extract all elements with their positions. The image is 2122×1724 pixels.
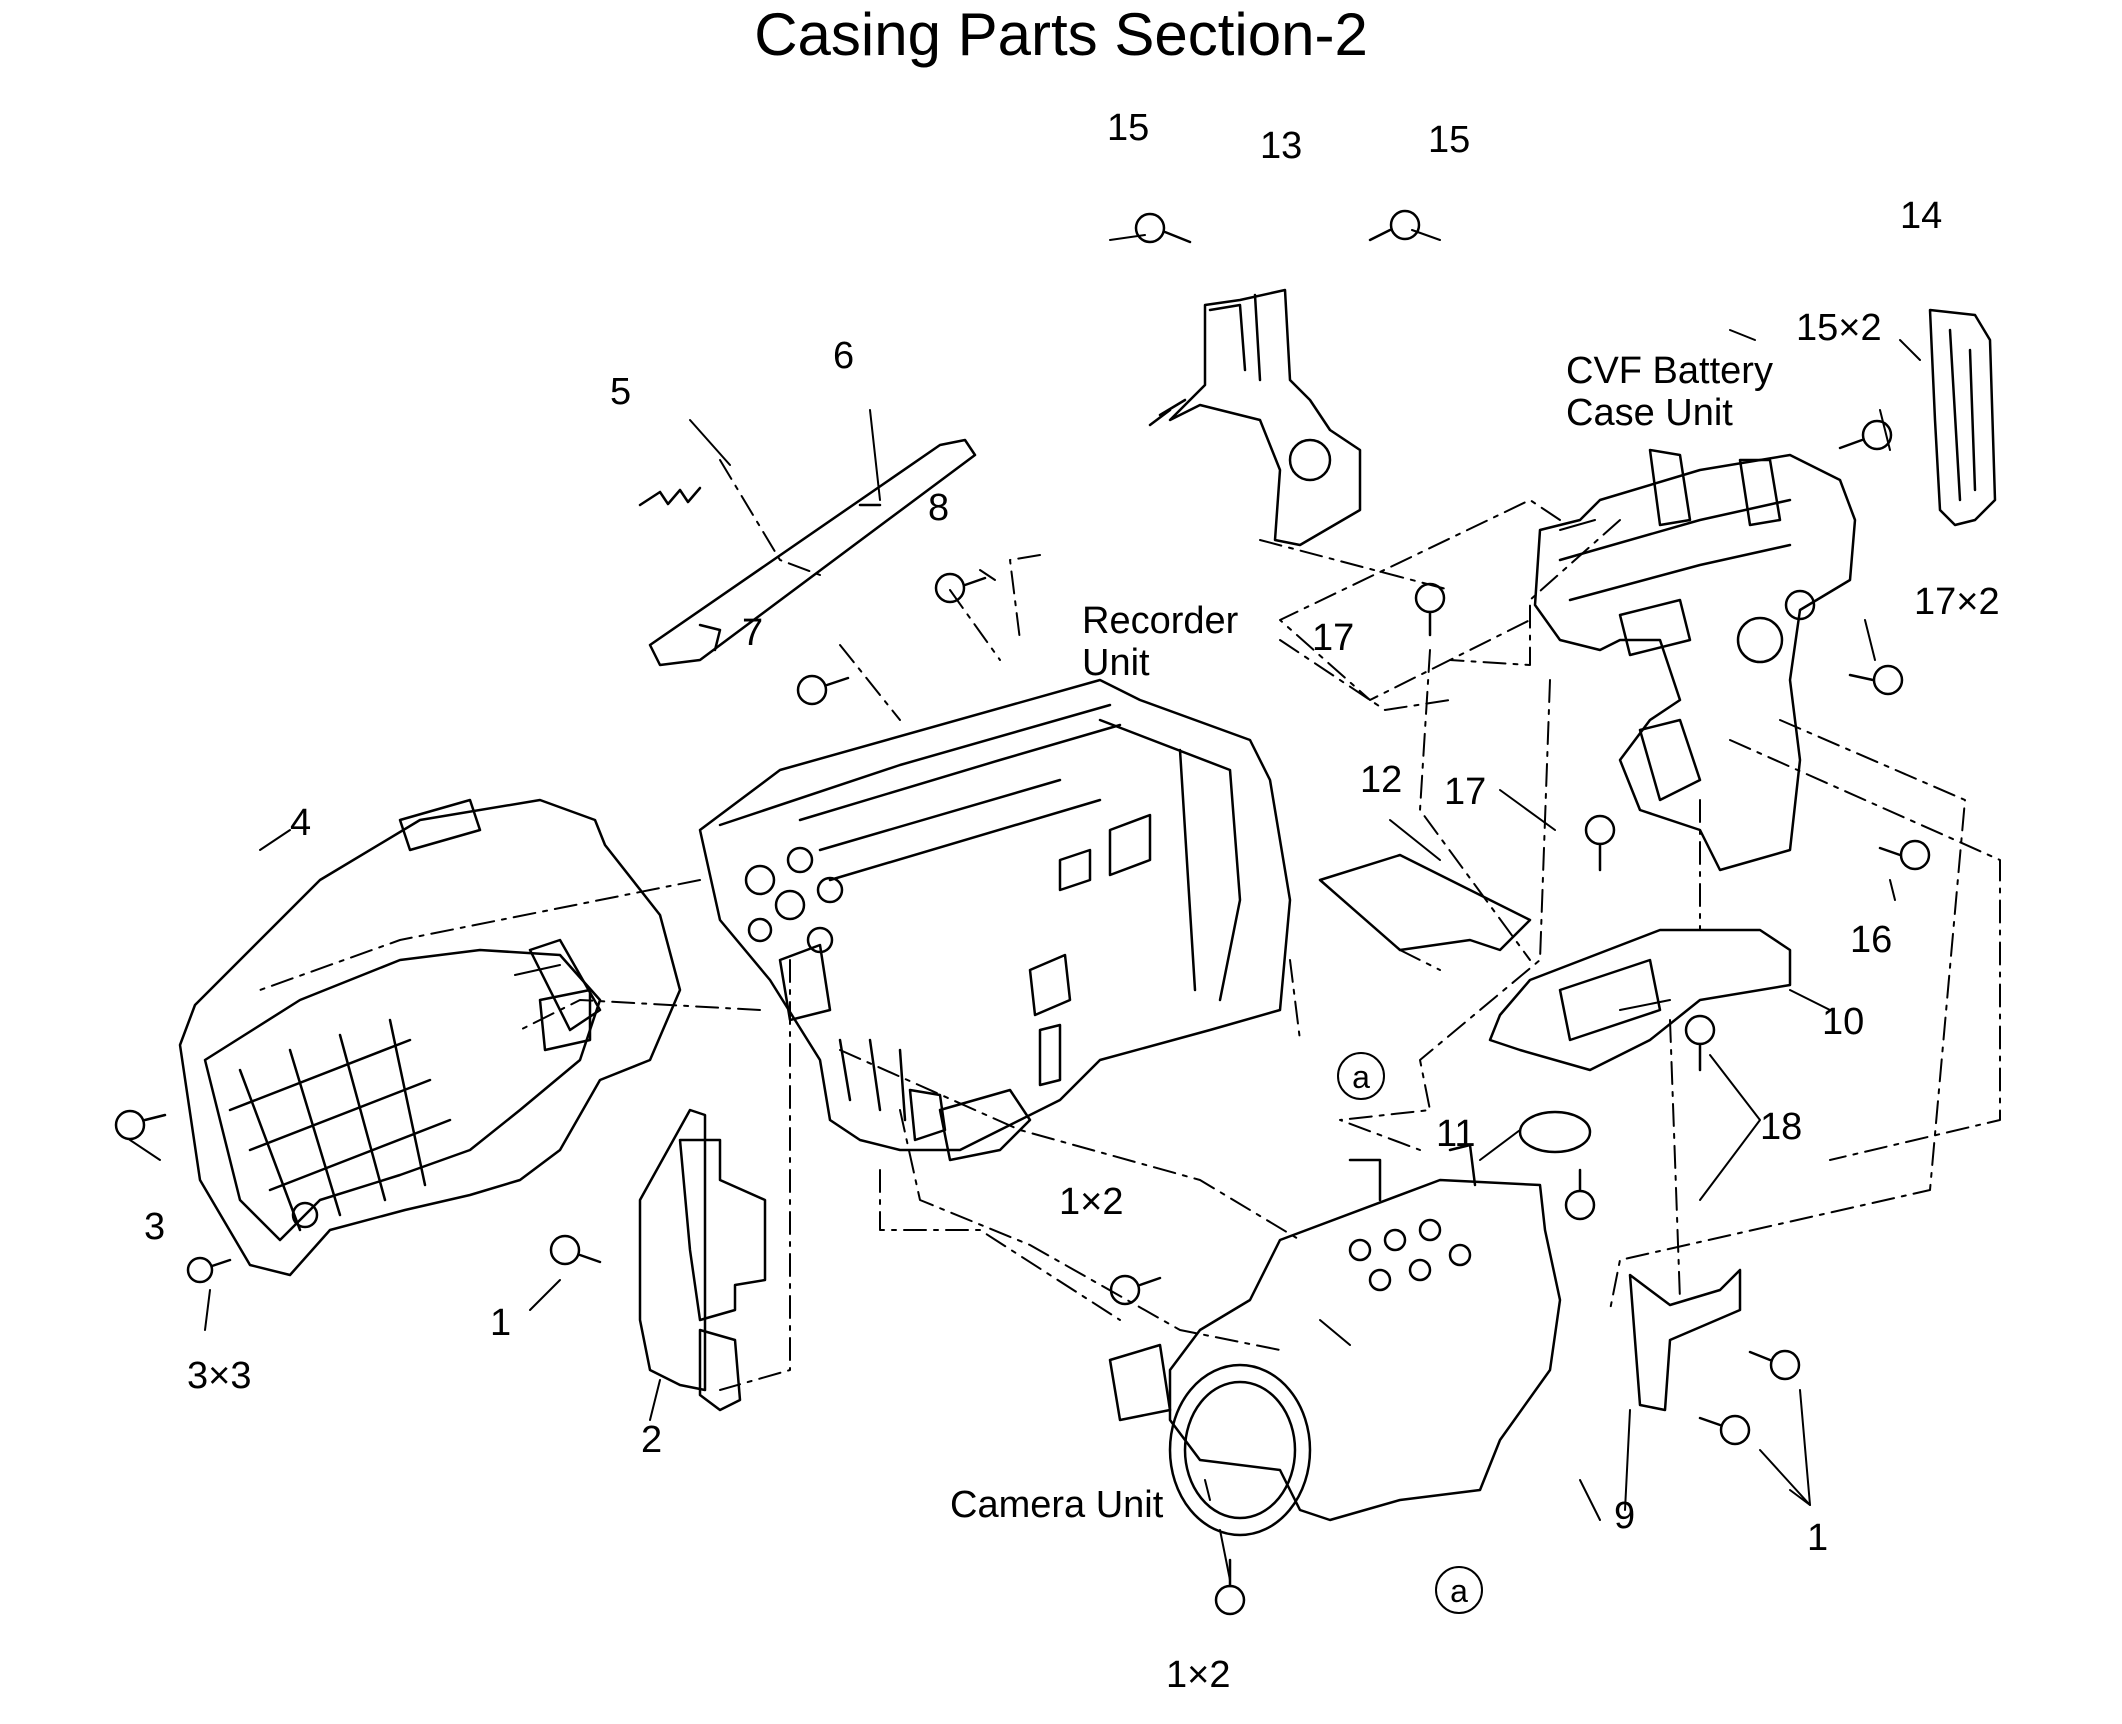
side-panel-part-2 (638, 1108, 767, 1412)
recorder-unit-label: Recorder Unit (1082, 600, 1239, 684)
callout-15-right: 15 (1428, 119, 1471, 161)
explode-lines (259, 459, 2001, 1391)
callout-18: 18 (1760, 1106, 1803, 1148)
callout-16: 16 (1850, 919, 1893, 961)
callout-1x2-bottom: 1×2 (1166, 1654, 1231, 1696)
leader-lines (129, 229, 1921, 1581)
ribbon-part-12 (1318, 853, 1532, 952)
callout-4: 4 (290, 802, 312, 844)
screws (114, 209, 1931, 1616)
callout-17-mid: 17 (1444, 771, 1487, 813)
callout-9: 9 (1614, 1495, 1636, 1537)
callout-14: 14 (1900, 195, 1943, 237)
callout-7: 7 (742, 612, 764, 654)
callout-15-left: 15 (1107, 107, 1150, 149)
callout-13: 13 (1260, 125, 1303, 167)
callout-8: 8 (928, 487, 950, 529)
battery-part-11 (1518, 1110, 1592, 1154)
spring-part-5 (638, 486, 702, 507)
reference-a-bottom: a (1435, 1566, 1483, 1614)
part-14-drawing (1928, 308, 1997, 527)
callout-17x2: 17×2 (1914, 581, 2000, 623)
callout-1x2-mid: 1×2 (1059, 1181, 1124, 1223)
bracket-part-9 (1628, 1268, 1742, 1412)
callout-1-right: 1 (1807, 1517, 1829, 1559)
callout-5: 5 (610, 371, 632, 413)
cvf-battery-case-unit-label: CVF Battery Case Unit (1566, 350, 1773, 434)
bracket-part-13 (1148, 288, 1362, 547)
callout-12: 12 (1360, 759, 1403, 801)
callout-6: 6 (833, 335, 855, 377)
front-casing-part-4 (178, 798, 682, 1277)
callout-3x3: 3×3 (187, 1355, 252, 1397)
callout-2: 2 (641, 1419, 663, 1461)
callout-10: 10 (1822, 1001, 1865, 1043)
camera-unit-label: Camera Unit (950, 1484, 1164, 1526)
part-6-drawing (648, 438, 977, 667)
callout-11: 11 (1436, 1113, 1476, 1155)
callout-17-top: 17 (1312, 617, 1355, 659)
callout-3: 3 (144, 1206, 166, 1248)
camera-unit-drawing (1108, 1143, 1562, 1537)
callout-15x2: 15×2 (1796, 307, 1882, 349)
callout-1: 1 (490, 1302, 512, 1344)
diagram-title: Casing Parts Section-2 (754, 1, 1368, 68)
board-part-10-drawing (1488, 928, 1792, 1072)
cvf-battery-case-unit-drawing (1533, 448, 1857, 872)
reference-a-top: a (1337, 1052, 1385, 1100)
recorder-unit-drawing (698, 678, 1292, 1162)
